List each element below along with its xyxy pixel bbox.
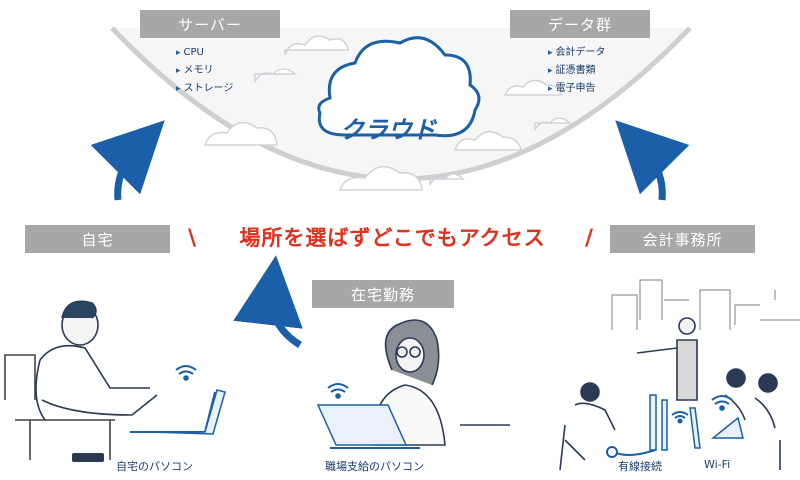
office-cable-icon bbox=[606, 446, 656, 458]
location-remote-label: 在宅勤務 bbox=[312, 280, 454, 308]
cloud-area: クラウド bbox=[110, 26, 692, 191]
data-item: 証憑書類 bbox=[548, 62, 606, 80]
office-people-illustration bbox=[559, 317, 781, 471]
server-label: サーバー bbox=[140, 10, 280, 38]
server-item: メモリ bbox=[176, 62, 233, 80]
arrow-remote-icon bbox=[233, 255, 303, 348]
server-items-list: CPU メモリ ストレージ bbox=[176, 44, 234, 98]
home-wifi-icon bbox=[175, 365, 197, 381]
location-office-label: 会計事務所 bbox=[610, 225, 755, 253]
office-wifi-icon bbox=[671, 395, 733, 424]
office-background-illustration bbox=[611, 279, 800, 330]
caption-home-pc: 自宅のパソコン bbox=[116, 460, 193, 473]
office-laptop-icon bbox=[649, 394, 744, 451]
caption-wired: 有線接続 bbox=[618, 460, 662, 473]
headline-left-slash: \ bbox=[188, 226, 197, 251]
data-group-label: データ群 bbox=[510, 10, 650, 38]
caption-work-pc: 職場支給のパソコン bbox=[325, 460, 424, 473]
data-item: 電子申告 bbox=[548, 80, 606, 98]
data-item: 会計データ bbox=[548, 44, 606, 62]
headline-text: 場所を選ばずどこでもアクセス bbox=[239, 226, 546, 250]
remote-laptop-icon bbox=[316, 404, 420, 449]
server-item: ストレージ bbox=[176, 80, 234, 98]
arrow-home-icon bbox=[90, 120, 165, 201]
cloud-title: クラウド bbox=[340, 116, 438, 144]
main-cloud-icon bbox=[317, 36, 481, 138]
caption-wifi: Wi-Fi bbox=[704, 458, 731, 471]
arrow-office-icon bbox=[615, 120, 690, 201]
remote-wifi-icon bbox=[327, 383, 349, 399]
data-items-list: 会計データ 証憑書類 電子申告 bbox=[548, 44, 606, 98]
headline-right-slash: / bbox=[585, 226, 594, 251]
server-item: CPU bbox=[176, 44, 233, 62]
home-person-illustration bbox=[4, 300, 158, 460]
location-home-label: 自宅 bbox=[25, 225, 170, 253]
home-laptop-icon bbox=[130, 389, 226, 435]
home-router-icon bbox=[72, 453, 104, 462]
